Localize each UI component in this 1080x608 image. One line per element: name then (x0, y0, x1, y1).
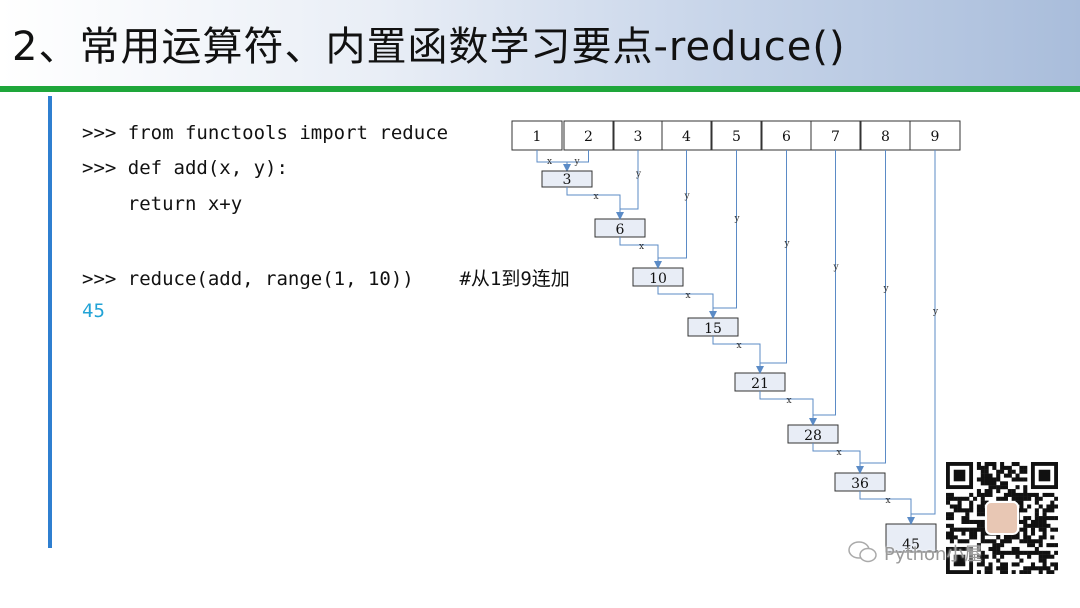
x-label: x (886, 496, 891, 506)
partial-sum-label: 21 (751, 376, 769, 392)
input-label: 5 (732, 129, 741, 145)
y-label: y (883, 284, 890, 294)
partial-sum-label: 28 (804, 428, 822, 444)
x-label: x (686, 291, 691, 301)
arrow-x (536, 150, 571, 172)
input-cell (613, 120, 663, 151)
arrow-x (619, 237, 662, 269)
x-label: x (594, 192, 599, 202)
wechat-logo-icon (848, 541, 877, 563)
title-bar (0, 0, 1080, 92)
input-label: 6 (782, 129, 791, 145)
y-label: y (932, 307, 939, 317)
code-line-2: >>> def add(x, y): (82, 157, 288, 179)
arrow-x (759, 391, 817, 426)
partial-sum-box (885, 523, 937, 553)
arrow-y (620, 150, 639, 210)
partial-sum-label: 3 (563, 172, 572, 188)
partial-sum-label: 6 (616, 222, 625, 238)
input-label: 3 (634, 129, 643, 145)
input-label: 1 (533, 129, 542, 145)
code-result: 45 (82, 300, 105, 322)
input-cell (511, 120, 563, 151)
qr-code-icon (946, 462, 1058, 574)
y-label: y (833, 262, 840, 272)
slide-title: 2、常用运算符、内置函数学习要点-reduce() (12, 24, 846, 70)
y-label: y (734, 214, 741, 224)
arrow-y (713, 150, 737, 309)
arrow-y (658, 150, 687, 259)
arrow-y (567, 150, 589, 163)
input-label: 9 (931, 129, 940, 145)
partial-sum-label: 15 (704, 321, 722, 337)
arrow-x (859, 491, 915, 525)
y-label: y (635, 170, 642, 180)
input-cell (563, 120, 614, 151)
input-label: 4 (682, 129, 691, 145)
arrow-y (860, 150, 886, 464)
input-cell (909, 120, 961, 151)
y-label: y (784, 239, 791, 249)
input-label: 2 (584, 129, 593, 145)
arrow-x (812, 443, 864, 474)
code-line-4: >>> reduce(add, range(1, 10)) #从1到9连加 (82, 268, 570, 290)
arrow-x (712, 336, 764, 374)
input-cell (761, 120, 812, 151)
x-label: x (639, 242, 644, 252)
x-label: x (837, 448, 842, 458)
title-underline (0, 86, 1080, 92)
arrow-y (813, 150, 836, 416)
input-cell (661, 120, 712, 151)
left-accent-rule (48, 96, 52, 548)
input-label: 7 (831, 129, 840, 145)
y-label: y (684, 192, 691, 202)
partial-sum-label: 10 (649, 271, 667, 287)
partial-sum-label: 45 (902, 537, 920, 553)
input-label: 8 (881, 129, 890, 145)
watermark-text: Python小屋 (884, 544, 983, 565)
partial-sum-label: 36 (851, 476, 869, 492)
code-line-3: return x+y (82, 193, 243, 215)
arrow-y (911, 150, 936, 515)
code-line-1: >>> from functools import reduce (82, 122, 449, 144)
arrow-y (760, 150, 787, 364)
x-label: x (787, 396, 792, 406)
x-label: x (737, 341, 742, 351)
arrow-x (657, 286, 717, 319)
arrow-x (566, 187, 624, 220)
y-label: y (574, 157, 581, 167)
x-label: x (547, 157, 552, 167)
